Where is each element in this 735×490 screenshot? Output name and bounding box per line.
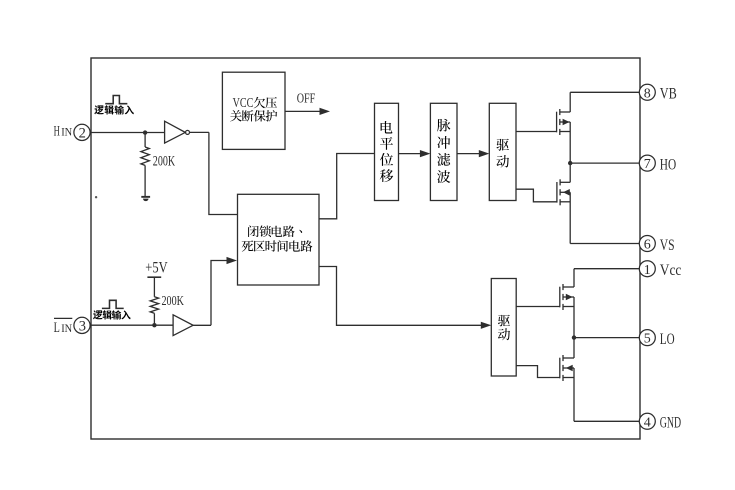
svg-text:200K: 200K	[153, 153, 175, 169]
svg-text:VS: VS	[660, 237, 675, 254]
svg-text:7: 7	[644, 157, 651, 172]
svg-text:OFF: OFF	[297, 91, 316, 106]
svg-text:5: 5	[644, 332, 651, 347]
svg-text:IN: IN	[61, 321, 72, 335]
svg-text:VCC: VCC	[233, 95, 254, 110]
svg-text:+5V: +5V	[145, 260, 168, 277]
svg-text:IN: IN	[61, 125, 72, 139]
svg-text:VB: VB	[660, 86, 677, 103]
svg-text:6: 6	[644, 238, 651, 253]
svg-text:1: 1	[644, 263, 651, 278]
svg-text:4: 4	[644, 415, 651, 430]
svg-text:Vcc: Vcc	[660, 262, 682, 279]
svg-text:LO: LO	[660, 331, 675, 348]
svg-text:2: 2	[79, 126, 86, 142]
svg-text:3: 3	[79, 319, 86, 335]
svg-text:8: 8	[644, 86, 651, 101]
svg-text:GND: GND	[660, 415, 681, 432]
svg-text:L: L	[54, 319, 60, 336]
svg-text:200K: 200K	[162, 294, 185, 309]
svg-text:H: H	[54, 123, 60, 140]
svg-text:HO: HO	[660, 157, 676, 174]
